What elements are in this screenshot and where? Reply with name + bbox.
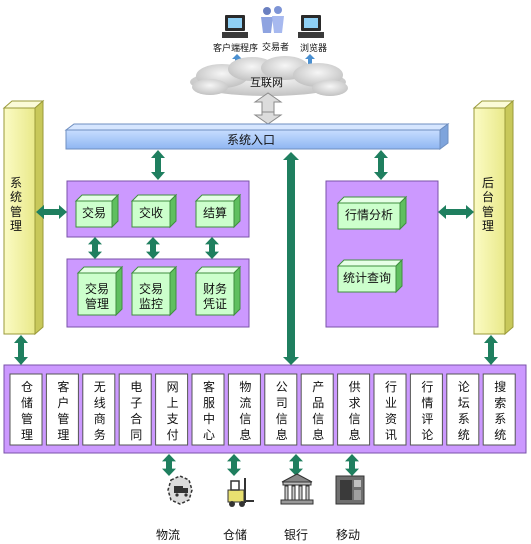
cube-financial-voucher	[194, 265, 242, 317]
module-label: 无线商务	[93, 380, 106, 442]
forklift-icon	[227, 478, 254, 507]
module-box	[82, 373, 116, 446]
module-box	[446, 373, 480, 446]
module-box	[409, 373, 443, 446]
cube-label-delivery: 交收	[138, 206, 163, 220]
module-box	[337, 373, 371, 446]
mobile-terminal-icon	[335, 475, 365, 505]
module-box	[191, 373, 225, 446]
module-label: 行业资讯	[385, 380, 398, 442]
cube-delivery	[130, 193, 178, 229]
cube-trade-management	[76, 265, 124, 317]
backend-management-label: 后台管理	[481, 176, 494, 234]
module-label: 物流信息	[239, 380, 252, 442]
bank-label: 银行	[284, 528, 309, 542]
cube-label-trade-monitoring: 交易监控	[138, 282, 163, 311]
module-label: 行情评论	[421, 380, 434, 442]
system-management-arrow	[36, 205, 67, 219]
cube-trade	[74, 193, 120, 229]
internet-entry-arrow	[253, 92, 283, 125]
logistics-label: 物流	[156, 528, 181, 542]
trader-people-icon	[261, 6, 284, 33]
cube-label-trade-management: 交易管理	[84, 282, 109, 311]
module-box-layer	[9, 373, 516, 446]
cube-settlement	[194, 193, 242, 229]
internet-label: 互联网	[250, 76, 283, 89]
module-box	[227, 373, 261, 446]
client-program-label: 客户端程序	[213, 44, 259, 54]
left-bar-to-modules-arrow	[14, 335, 28, 365]
entry-to-transaction-arrow	[151, 150, 165, 180]
module-label: 搜索系统	[494, 380, 507, 442]
module-label: 客服中心	[203, 380, 216, 442]
internet-cloud-icon	[190, 56, 348, 96]
mobile-label: 移动	[336, 528, 361, 542]
browser-computer-icon	[298, 15, 324, 38]
delivery-to-monitoring-arrow	[146, 237, 160, 259]
module-box	[9, 373, 43, 446]
cube-label-settlement: 结算	[202, 206, 227, 220]
system-management-bar	[2, 99, 45, 336]
module-label: 客户管理	[57, 380, 70, 442]
module-label: 产品信息	[312, 380, 325, 442]
cube-market-analysis	[336, 195, 408, 231]
modules-to-warehouse-arrow	[227, 454, 241, 476]
module-label: 仓储管理	[21, 380, 34, 442]
module-label: 电子合同	[130, 380, 143, 442]
logistics-truck-icon	[167, 475, 193, 505]
module-label: 公司信息	[275, 380, 288, 442]
backend-management-arrow	[438, 205, 474, 219]
bank-building-icon	[280, 473, 314, 505]
modules-to-mobile-arrow	[345, 454, 359, 476]
module-box	[300, 373, 334, 446]
arrow-layer	[14, 150, 498, 476]
modules-to-bank-arrow	[289, 454, 303, 476]
module-label: 论坛系统	[457, 380, 470, 442]
system-entry-bar	[64, 123, 450, 150]
cube-label-statistics-query: 统计查询	[342, 271, 391, 285]
system-entry-label: 系统入口	[227, 133, 276, 147]
backend-management-bar	[472, 99, 515, 336]
client-computer-icon	[222, 15, 248, 38]
module-label: 网上支付	[166, 380, 179, 442]
module-box	[373, 373, 407, 446]
cube-label-trade: 交易	[81, 206, 106, 220]
module-box	[482, 373, 516, 446]
module-label: 供求信息	[348, 380, 361, 442]
cube-label-market-analysis: 行情分析	[344, 208, 393, 222]
trader-label: 交易者	[262, 43, 290, 53]
cube-trade-monitoring	[130, 265, 178, 317]
browser-label: 浏览器	[300, 44, 328, 54]
entry-to-modules-arrow	[283, 152, 299, 365]
entry-to-analysis-arrow	[374, 150, 388, 180]
module-box	[118, 373, 152, 446]
trade-to-management-arrow	[88, 237, 102, 259]
module-box	[155, 373, 189, 446]
cube-label-financial-voucher: 财务凭证	[202, 282, 227, 311]
module-box	[264, 373, 298, 446]
right-bar-to-modules-arrow	[484, 335, 498, 365]
settlement-to-voucher-arrow	[205, 237, 219, 259]
cube-statistics-query	[336, 258, 404, 294]
system-management-label: 系统管理	[9, 176, 22, 234]
cube-layer	[74, 193, 408, 317]
modules-to-logistics-arrow	[162, 454, 176, 476]
module-box	[45, 373, 79, 446]
warehouse-label: 仓储	[223, 528, 248, 542]
